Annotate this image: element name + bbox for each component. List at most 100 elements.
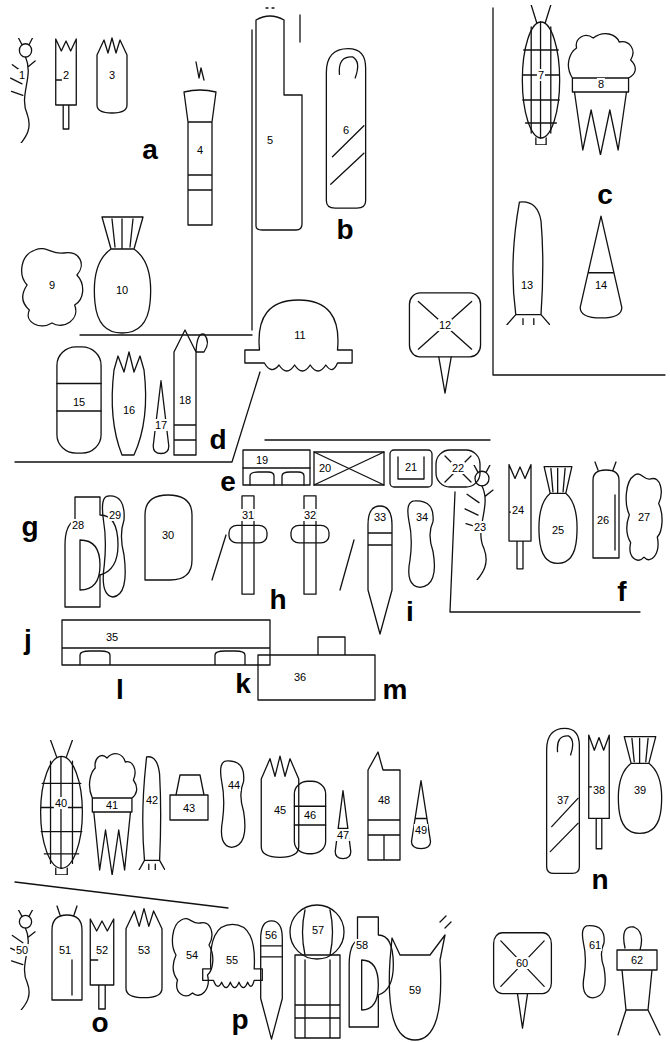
glyph-outline [547,728,580,873]
group-letter: h [269,584,286,616]
glyph-outline [145,495,192,580]
glyph-outline [243,450,310,485]
glyph-outline [258,637,375,700]
glyph-outline [41,740,83,875]
callout-number: 57 [311,924,325,936]
group-letter: i [406,596,414,628]
glyph-outline [618,737,661,834]
callout-number: 35 [105,631,119,643]
glyph-outline [245,300,352,371]
callout-number: 33 [373,511,387,523]
callout-number: 43 [182,802,196,814]
callout-number: 17 [154,419,168,431]
callout-number: 48 [377,794,391,806]
glyph-outline [335,791,351,859]
glyph-outline [445,456,471,482]
group-letter: g [21,511,38,543]
callout-number: 50 [15,944,29,956]
callout-number: 3 [108,69,116,81]
glyph-outline [90,919,113,1009]
glyph-outline [15,372,260,462]
glyph-outline [589,735,610,849]
glyph-outline [436,450,480,487]
callout-number: 32 [303,509,317,521]
glyph-outline [626,474,662,560]
callout-number: 60 [515,957,529,969]
callout-number: 28 [71,519,85,531]
group-letter: p [231,1004,248,1036]
group-letter: j [24,624,32,656]
callout-number: 59 [408,984,422,996]
glyph-outline [522,5,559,145]
callout-number: 26 [596,514,610,526]
glyph-outline [465,465,493,580]
callout-number: 30 [161,529,175,541]
callout-number: 54 [185,949,199,961]
glyph-outline [139,757,165,870]
glyph-outline [368,506,392,634]
group-letter: n [591,864,608,896]
callout-number: 5 [266,134,274,146]
callout-number: 13 [520,279,534,291]
callout-number: 38 [592,784,606,796]
glyph-outline [389,916,451,1040]
glyph-outline [243,468,310,485]
glyph-outline [112,352,145,455]
callout-number: 41 [105,799,119,811]
callout-number: 49 [414,824,428,836]
glyph-outline [291,496,329,594]
glyph-outline [52,906,82,1000]
callout-number: 20 [318,462,332,474]
glyph-outline [266,7,274,8]
callout-number: 25 [551,524,565,536]
callout-number: 22 [451,462,465,474]
glyph-outline [398,457,424,479]
glyph-outline [450,492,640,612]
callout-number: 2 [62,69,70,81]
callout-number: 10 [115,284,129,296]
glyph-outline [203,924,263,987]
glyph-outline [229,496,267,594]
glyph-outline [617,927,660,1035]
glyph-outline [368,752,400,860]
glyph-outline [568,34,635,155]
callout-number: 51 [58,944,72,956]
glyph-outline [261,921,283,1039]
callout-number: 27 [637,511,651,523]
glyph-outline [184,62,216,225]
glyph-outline [11,38,36,143]
group-letter: e [220,466,236,498]
group-letter: d [209,424,226,456]
callout-number: 18 [178,394,192,406]
glyph-outline [493,8,665,375]
glyph-outline [265,439,490,440]
glyph-outline [170,775,208,820]
callout-number: 34 [415,511,429,523]
glyph-outline [409,293,480,393]
glyph-outline [102,496,125,597]
glyph-outline [174,330,208,455]
group-letter: b [336,214,353,246]
glyph-outline [593,462,619,558]
callout-number: 14 [594,279,608,291]
callout-number: 15 [72,396,86,408]
callout-number: 19 [255,454,269,466]
glyph-outline [212,535,226,580]
glyph-outline [340,540,354,590]
glyph-outline [582,926,605,998]
glyph-outline [411,781,430,849]
glyph-outline [80,30,252,335]
callout-number: 31 [241,509,255,521]
group-letter: k [235,668,251,700]
glyph-outline [326,49,365,209]
callout-number: 9 [48,279,56,291]
glyph-outline [390,450,432,487]
callout-number: 11 [293,329,306,341]
glyph-outline [290,905,344,959]
callout-number: 55 [225,954,239,966]
glyph-outline [256,15,302,230]
callout-number: 29 [108,509,122,521]
